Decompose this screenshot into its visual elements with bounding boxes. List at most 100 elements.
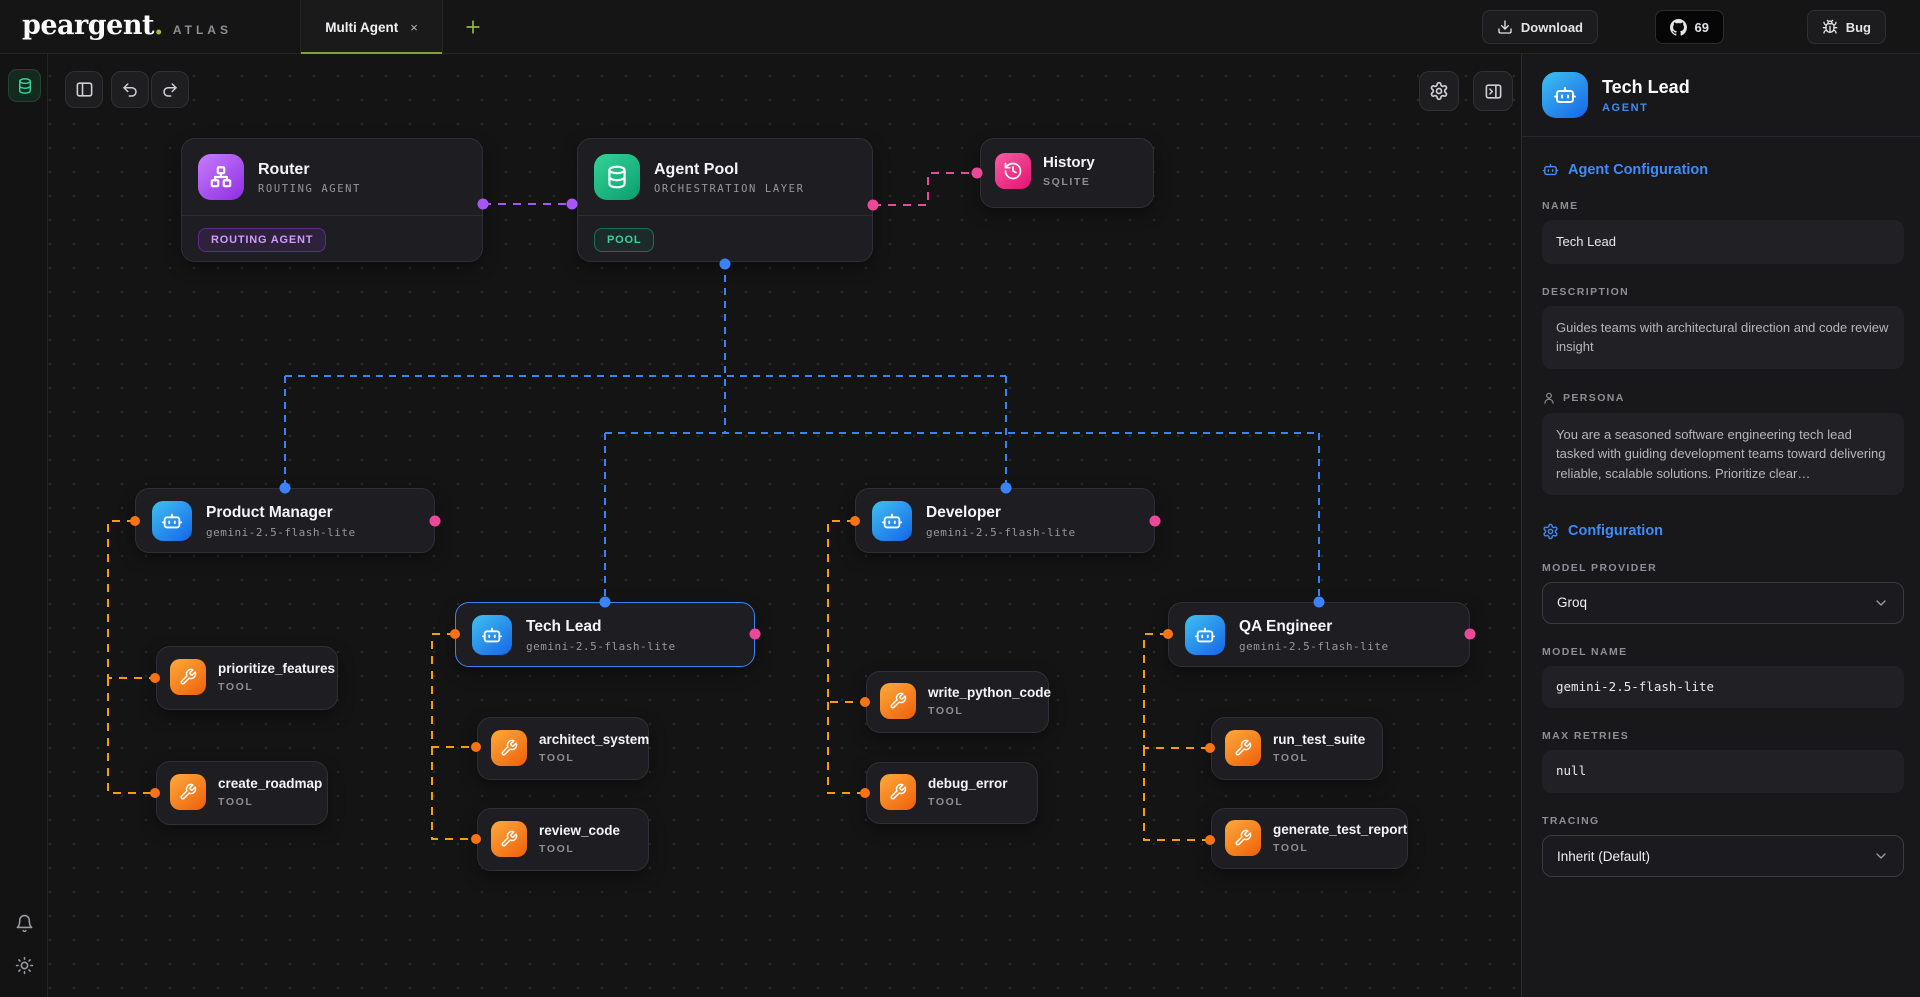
persona-label: PERSONA — [1542, 391, 1900, 405]
node-divider — [182, 215, 482, 216]
name-input[interactable]: Tech Lead — [1542, 220, 1904, 264]
node-title: debug_error — [928, 776, 1008, 792]
max-retries-label: MAX RETRIES — [1542, 730, 1630, 743]
description-input[interactable]: Guides teams with architectural directio… — [1542, 305, 1904, 369]
node-subtitle: ROUTING AGENT — [258, 182, 361, 195]
node-review-code[interactable]: review_code TOOL — [477, 808, 649, 871]
wrench-icon — [491, 730, 527, 766]
robot-icon — [1542, 163, 1559, 176]
router-network-icon — [198, 154, 244, 200]
node-title: Agent Pool — [654, 160, 739, 178]
node-subtitle: gemini-2.5-flash-lite — [1239, 639, 1389, 653]
person-icon — [1544, 392, 1554, 404]
chevron-down-icon — [1876, 599, 1886, 606]
node-title: write_python_code — [928, 685, 1052, 701]
top-bar: peargent. ATLAS Multi Agent × Download 6… — [0, 0, 1920, 54]
node-debug-error[interactable]: debug_error TOOL — [866, 762, 1038, 824]
notifications-button[interactable] — [10, 909, 38, 937]
robot-icon — [872, 501, 912, 541]
tab-multi-agent[interactable]: Multi Agent × — [300, 0, 443, 54]
node-qa-engineer[interactable]: QA Engineer gemini-2.5-flash-lite — [1168, 602, 1470, 667]
node-subtitle: gemini-2.5-flash-lite — [926, 525, 1076, 539]
database-icon — [18, 77, 31, 94]
node-subtitle: gemini-2.5-flash-lite — [206, 525, 356, 539]
wrench-icon — [880, 774, 916, 810]
node-title: Product Manager — [206, 504, 333, 522]
wrench-icon — [880, 683, 916, 719]
gear-icon — [1543, 523, 1558, 539]
bell-icon — [16, 914, 32, 932]
model-provider-select[interactable]: Groq — [1542, 581, 1904, 624]
download-label: Download — [1520, 19, 1583, 35]
bug-report-button[interactable]: Bug — [1806, 10, 1886, 44]
theme-toggle-button[interactable] — [10, 951, 38, 979]
node-tech-lead[interactable]: Tech Lead gemini-2.5-flash-lite — [455, 602, 755, 667]
github-icon — [1669, 18, 1687, 36]
download-icon — [1498, 20, 1512, 34]
add-tab-button[interactable] — [456, 11, 490, 43]
panel-right-toggle-button[interactable] — [1473, 71, 1513, 111]
tracing-label: TRACING — [1542, 815, 1600, 827]
model-name-input[interactable]: gemini-2.5-flash-lite — [1542, 665, 1904, 709]
node-divider — [578, 215, 872, 216]
node-title: create_roadmap — [218, 776, 323, 792]
brand-name: peargent. — [22, 10, 163, 41]
node-title: Developer — [926, 504, 1001, 522]
agent-configuration-heading: Agent Configuration — [1542, 161, 1900, 178]
gear-icon — [1430, 81, 1448, 101]
panel-header: Tech Lead AGENT — [1522, 54, 1920, 137]
node-title: Router — [258, 160, 310, 178]
download-button[interactable]: Download — [1481, 10, 1598, 44]
panel-left-icon — [76, 82, 92, 97]
github-stars-button[interactable]: 69 — [1654, 10, 1724, 44]
node-subtitle: TOOL — [218, 680, 254, 693]
node-title: generate_test_report — [1273, 822, 1408, 838]
node-prioritize-features[interactable]: prioritize_features TOOL — [156, 646, 338, 710]
database-rail-button[interactable] — [8, 69, 41, 102]
robot-icon — [472, 615, 512, 655]
max-retries-input[interactable]: null — [1542, 750, 1904, 793]
robot-icon — [152, 501, 192, 541]
node-title: QA Engineer — [1239, 618, 1333, 636]
panel-left-toggle-button[interactable] — [65, 71, 103, 108]
left-rail — [0, 54, 48, 997]
github-count: 69 — [1694, 19, 1709, 35]
node-title: review_code — [539, 823, 621, 839]
tracing-value: Inherit (Default) — [1557, 848, 1651, 864]
tab-close-icon[interactable]: × — [410, 19, 418, 35]
node-subtitle: TOOL — [1273, 751, 1309, 764]
node-product-manager[interactable]: Product Manager gemini-2.5-flash-lite — [135, 488, 435, 553]
panel-right-icon — [1485, 83, 1501, 99]
chevron-down-icon — [1876, 853, 1886, 859]
node-run-test-suite[interactable]: run_test_suite TOOL — [1211, 717, 1383, 780]
wrench-icon — [170, 774, 206, 810]
canvas-settings-button[interactable] — [1419, 71, 1459, 111]
tracing-select[interactable]: Inherit (Default) — [1542, 835, 1904, 877]
persona-input[interactable]: You are a seasoned software engineering … — [1542, 412, 1904, 495]
robot-icon — [1185, 615, 1225, 655]
node-router[interactable]: Router ROUTING AGENT ROUTING AGENT — [181, 138, 483, 262]
brand-suffix: ATLAS — [172, 23, 232, 37]
node-agent-pool[interactable]: Agent Pool ORCHESTRATION LAYER POOL — [577, 138, 873, 262]
node-history[interactable]: History SQLITE — [980, 138, 1154, 208]
history-icon — [995, 153, 1031, 189]
node-subtitle: TOOL — [928, 795, 964, 808]
bug-icon — [1822, 19, 1838, 34]
node-write-python-code[interactable]: write_python_code TOOL — [866, 671, 1052, 733]
node-create-roadmap[interactable]: create_roadmap TOOL — [156, 761, 328, 825]
redo-button[interactable] — [151, 71, 189, 108]
undo-icon — [123, 82, 137, 97]
node-subtitle: TOOL — [1273, 841, 1309, 854]
undo-button[interactable] — [111, 71, 149, 108]
panel-title: Tech Lead — [1602, 76, 1690, 97]
node-developer[interactable]: Developer gemini-2.5-flash-lite — [855, 488, 1155, 553]
node-generate-test-report[interactable]: generate_test_report TOOL — [1211, 808, 1408, 869]
brand-period: . — [153, 10, 163, 41]
name-label: NAME — [1542, 200, 1579, 212]
routing-agent-badge: ROUTING AGENT — [198, 228, 327, 252]
node-architect-system[interactable]: architect_system TOOL — [477, 717, 649, 780]
plus-icon — [466, 20, 480, 34]
node-subtitle: SQLITE — [1043, 175, 1091, 188]
node-title: Tech Lead — [526, 618, 602, 636]
configuration-heading: Configuration — [1542, 523, 1900, 540]
